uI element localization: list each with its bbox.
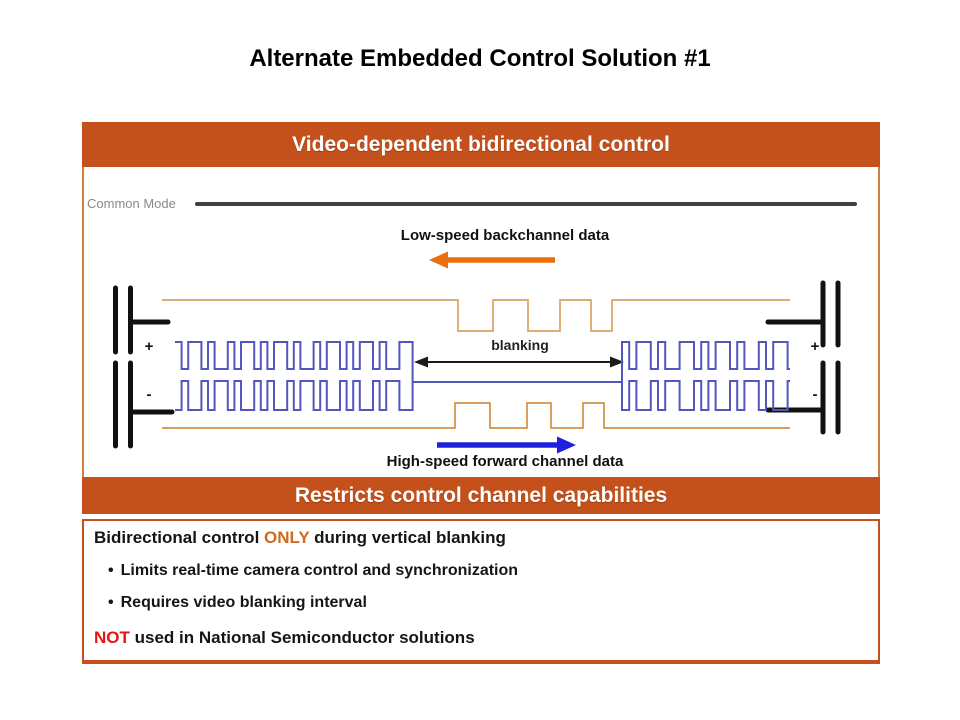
note-text: used in National Semiconductor solutions [129,628,475,647]
note-bullet-requires: • Requires video blanking interval [108,594,870,612]
bullet-icon: • [108,594,114,611]
blanking-label: blanking [491,337,549,353]
notes-box: Bidirectional control ONLY during vertic… [82,519,880,664]
only-highlight: ONLY [264,528,310,547]
backchannel-arrow-icon [429,251,555,269]
not-highlight: NOT [94,628,130,647]
note-text: during vertical blanking [309,528,506,547]
trace-backchannel-top [162,299,790,332]
note-bullet-limits: • Limits real-time camera control and syn… [108,562,870,580]
blanking-span-arrow-icon [414,356,624,368]
waveform-diagram: Common Mode Low-speed backchannel data b… [82,167,880,477]
bullet-text: Requires video blanking interval [120,594,367,611]
note-line-blanking-only: Bidirectional control ONLY during vertic… [94,528,870,548]
plus-label-left: + [144,338,154,355]
trace-backchannel-bottom [162,402,790,429]
bullet-text: Limits real-time camera control and sync… [120,562,519,579]
capacitor-left-plus-icon [113,285,171,355]
common-mode-label: Common Mode [87,196,176,211]
backchannel-label: Low-speed backchannel data [400,227,610,244]
forward-label: High-speed forward channel data [386,453,624,470]
trace-forward-plus [175,341,790,383]
bullet-icon: • [108,562,114,579]
plus-label-right: + [810,338,820,355]
restricts-header: Restricts control channel capabilities [82,477,880,514]
page-title: Alternate Embedded Control Solution #1 [249,45,711,72]
minus-label-left: - [146,386,152,403]
capacitor-right-plus-icon [765,280,841,348]
capacitor-left-minus-icon [113,360,175,449]
minus-label-right: - [812,386,818,403]
trace-forward-minus [175,380,790,411]
panel-header: Video-dependent bidirectional control [82,122,880,167]
capacitor-right-minus-icon [765,360,841,435]
note-text: Bidirectional control [94,528,265,547]
forward-arrow-icon [437,436,576,454]
main-panel: Video-dependent bidirectional control [82,122,880,664]
waveform-canvas [113,202,857,454]
coupling-capacitors [113,280,841,449]
note-line-not-used: NOT used in National Semiconductor solut… [94,628,870,648]
